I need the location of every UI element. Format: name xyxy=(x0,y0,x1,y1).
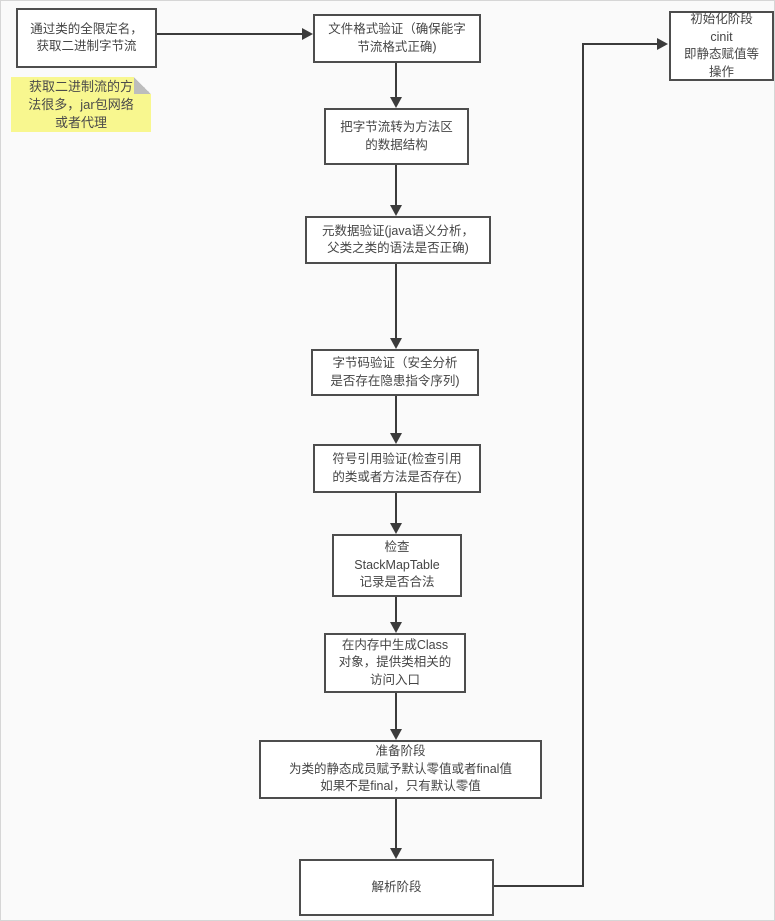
connector-fqcn-to-file-format xyxy=(157,33,303,35)
arrowhead-prepare-to-resolve-icon xyxy=(390,848,402,859)
node-stackmap-label: 检查 StackMapTable 记录是否合法 xyxy=(354,540,440,590)
arrowhead-stackmap-to-class-object-icon xyxy=(390,622,402,633)
arrowhead-method-area-to-metadata-icon xyxy=(390,205,402,216)
arrowhead-symbol-ref-to-stackmap-icon xyxy=(390,523,402,534)
node-class-object[interactable]: 在内存中生成Class 对象，提供类相关的 访问入口 xyxy=(324,633,466,693)
node-resolve-label: 解析阶段 xyxy=(371,879,422,894)
note-fold-corner-icon xyxy=(134,77,151,94)
node-metadata-label: 元数据验证(java语义分析， 父类之类的语法是否正确) xyxy=(321,223,475,256)
connector-file-format-to-method-area xyxy=(395,63,397,97)
node-prepare[interactable]: 准备阶段 为类的静态成员赋予默认零值或者final值 如果不是final，只有默… xyxy=(259,740,542,799)
node-class-object-label: 在内存中生成Class 对象，提供类相关的 访问入口 xyxy=(338,637,452,687)
connector-prepare-to-resolve xyxy=(395,799,397,848)
arrowhead-resolve-to-init-icon xyxy=(657,38,668,50)
node-symbol-ref[interactable]: 符号引用验证(检查引用 的类或者方法是否存在) xyxy=(313,444,481,493)
connector-resolve-to-init-bottom xyxy=(494,885,584,887)
arrowhead-class-object-to-prepare-icon xyxy=(390,729,402,740)
node-stackmap[interactable]: 检查 StackMapTable 记录是否合法 xyxy=(332,534,462,597)
connector-stackmap-to-class-object xyxy=(395,597,397,622)
sticky-note-label: 获取二进制流的方 法很多，jar包网络 或者代理 xyxy=(28,78,134,130)
connector-class-object-to-prepare xyxy=(395,693,397,729)
connector-method-area-to-metadata xyxy=(395,165,397,205)
arrowhead-fqcn-to-file-format-icon xyxy=(302,28,313,40)
connector-metadata-to-bytecode xyxy=(395,264,397,338)
sticky-note[interactable]: 获取二进制流的方 法很多，jar包网络 或者代理 xyxy=(11,77,151,132)
connector-symbol-ref-to-stackmap xyxy=(395,493,397,523)
node-file-format[interactable]: 文件格式验证（确保能字 节流格式正确) xyxy=(313,14,481,63)
node-bytecode[interactable]: 字节码验证（安全分析 是否存在隐患指令序列) xyxy=(311,349,479,396)
connector-bytecode-to-symbol-ref xyxy=(395,396,397,433)
node-file-format-label: 文件格式验证（确保能字 节流格式正确) xyxy=(328,22,466,54)
node-fqcn[interactable]: 通过类的全限定名， 获取二进制字节流 xyxy=(16,8,157,68)
node-fqcn-label: 通过类的全限定名， 获取二进制字节流 xyxy=(30,21,143,54)
node-init-label: 初始化阶段 cinit 即静态赋值等 操作 xyxy=(683,12,759,79)
arrowhead-bytecode-to-symbol-ref-icon xyxy=(390,433,402,444)
node-method-area[interactable]: 把字节流转为方法区 的数据结构 xyxy=(324,108,469,165)
node-resolve[interactable]: 解析阶段 xyxy=(299,859,494,916)
node-prepare-label: 准备阶段 为类的静态成员赋予默认零值或者final值 如果不是final，只有默… xyxy=(289,744,512,794)
arrowhead-file-format-to-method-area-icon xyxy=(390,97,402,108)
node-method-area-label: 把字节流转为方法区 的数据结构 xyxy=(340,120,453,152)
node-metadata[interactable]: 元数据验证(java语义分析， 父类之类的语法是否正确) xyxy=(305,216,491,264)
connector-resolve-to-init-top xyxy=(582,43,657,45)
node-symbol-ref-label: 符号引用验证(检查引用 的类或者方法是否存在) xyxy=(332,452,462,484)
node-init[interactable]: 初始化阶段 cinit 即静态赋值等 操作 xyxy=(669,11,774,81)
connector-resolve-to-init-vertical xyxy=(582,43,584,887)
node-bytecode-label: 字节码验证（安全分析 是否存在隐患指令序列) xyxy=(330,356,460,388)
arrowhead-metadata-to-bytecode-icon xyxy=(390,338,402,349)
